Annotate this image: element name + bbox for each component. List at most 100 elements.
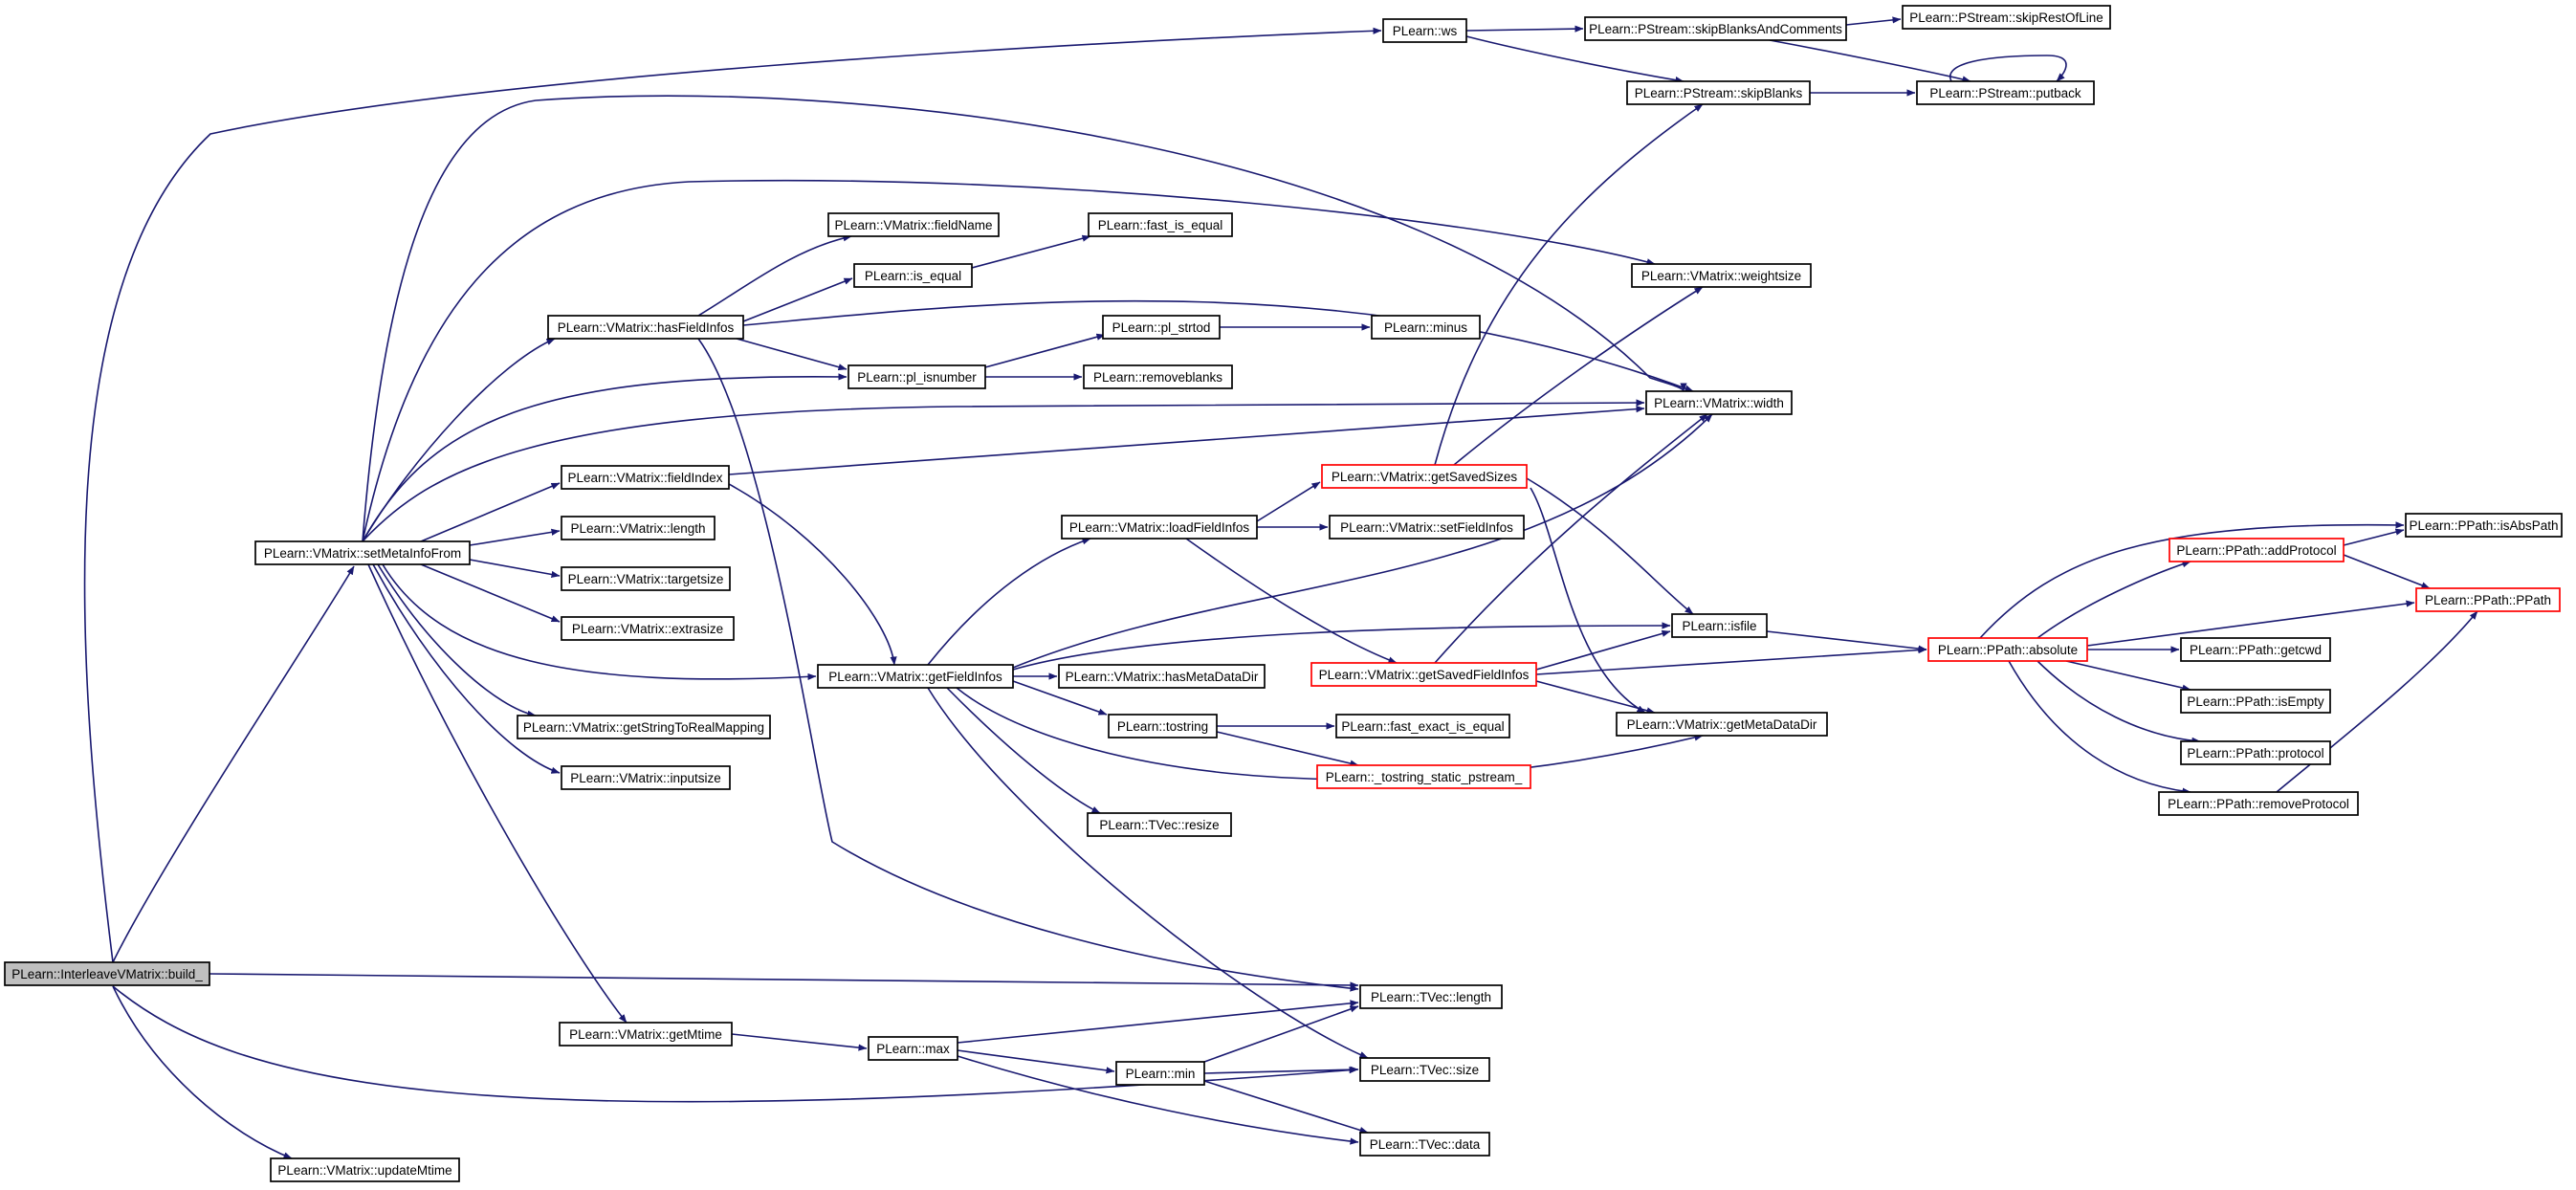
call-edge-setMetaInfoFrom-to-getFieldInfos [382, 563, 817, 681]
node-min[interactable]: PLearn::min [1115, 1061, 1205, 1086]
call-edge-hasFieldInfos-to-fieldName [697, 234, 852, 317]
node-fieldIndex[interactable]: PLearn::VMatrix::fieldIndex [561, 465, 730, 490]
node-box-isAbsPath [2405, 513, 2563, 538]
node-loadFieldInfos[interactable]: PLearn::VMatrix::loadFieldInfos [1061, 515, 1258, 540]
call-edge-getSavedSizes-to-getMetaDataDir [1530, 487, 1646, 714]
node-addProtocol[interactable]: PLearn::PPath::addProtocol [2169, 538, 2345, 562]
node-targetsize[interactable]: PLearn::VMatrix::targetsize [561, 566, 731, 591]
node-box-skipBlanks [1626, 80, 1811, 105]
call-edge-getFieldInfos-to-isfile [1012, 622, 1671, 671]
node-box-addProtocol [2169, 538, 2345, 562]
node-absolute[interactable]: PLearn::PPath::absolute [1927, 637, 2088, 662]
node-tostringStatic[interactable]: PLearn::_tostring_static_pstream_ [1316, 764, 1531, 789]
call-edge-getSavedSizes-to-weightsize [1453, 286, 1704, 466]
node-plIsnumber[interactable]: PLearn::pl_isnumber [848, 364, 986, 389]
node-max[interactable]: PLearn::max [868, 1036, 958, 1061]
node-ws[interactable]: PLearn::ws [1382, 18, 1467, 43]
node-label-fieldName: PLearn::VMatrix::fieldName [834, 218, 992, 232]
node-weightsize[interactable]: PLearn::VMatrix::weightsize [1631, 263, 1812, 288]
node-hasMetaDataDir[interactable]: PLearn::VMatrix::hasMetaDataDir [1058, 664, 1266, 689]
call-edge-getSavedFieldInfos-to-isfile [1535, 629, 1671, 671]
node-tostring[interactable]: PLearn::tostring [1108, 714, 1218, 738]
call-edge-build-to-setMetaInfoFrom [112, 565, 355, 963]
node-getStringToRealMapping[interactable]: PLearn::VMatrix::getStringToRealMapping [517, 715, 771, 739]
node-plStrtod[interactable]: PLearn::pl_strtod [1102, 315, 1221, 340]
node-setMetaInfoFrom[interactable]: PLearn::VMatrix::setMetaInfoFrom [254, 540, 471, 565]
node-tvecResize[interactable]: PLearn::TVec::resize [1087, 812, 1232, 837]
node-getSavedFieldInfos[interactable]: PLearn::VMatrix::getSavedFieldInfos [1310, 662, 1537, 687]
node-removeProtocol[interactable]: PLearn::PPath::removeProtocol [2158, 791, 2359, 816]
node-box-getSavedSizes [1321, 464, 1528, 489]
call-edge-isEqual-to-fastIsEqual [971, 234, 1091, 269]
node-box-tvecLength [1359, 984, 1503, 1009]
call-edge-build-to-ws [83, 27, 1382, 963]
node-box-skipRestOfLine [1902, 5, 2111, 30]
node-label-removeProtocol: PLearn::PPath::removeProtocol [2168, 797, 2349, 811]
node-setFieldInfos[interactable]: PLearn::VMatrix::setFieldInfos [1329, 515, 1525, 540]
call-edge-absolute-to-isEmpty [2065, 660, 2191, 692]
node-label-width: PLearn::VMatrix::width [1654, 396, 1784, 410]
call-edge-setMetaInfoFrom-to-vmLength [469, 528, 561, 546]
node-label-skipRestOfLine: PLearn::PStream::skipRestOfLine [1909, 11, 2103, 25]
node-label-setFieldInfos: PLearn::VMatrix::setFieldInfos [1340, 520, 1513, 535]
node-isEqual[interactable]: PLearn::is_equal [853, 263, 973, 288]
call-edge-skipBlanksAndComments-to-putback [1769, 39, 1971, 83]
node-box-absolute [1927, 637, 2088, 662]
node-removeblanks[interactable]: PLearn::removeblanks [1083, 364, 1233, 389]
call-edge-hasFieldInfos-to-width [742, 299, 1694, 392]
node-label-minus: PLearn::minus [1384, 320, 1467, 335]
node-label-getFieldInfos: PLearn::VMatrix::getFieldInfos [828, 670, 1002, 684]
node-fastIsEqual[interactable]: PLearn::fast_is_equal [1088, 212, 1233, 237]
node-label-tostringStatic: PLearn::_tostring_static_pstream_ [1326, 770, 1523, 784]
node-label-getMtime: PLearn::VMatrix::getMtime [569, 1027, 722, 1042]
node-putback[interactable]: PLearn::PStream::putback [1916, 80, 2095, 105]
node-width[interactable]: PLearn::VMatrix::width [1645, 390, 1793, 415]
node-isEmpty[interactable]: PLearn::PPath::isEmpty [2180, 689, 2331, 714]
node-label-tvecData: PLearn::TVec::data [1370, 1137, 1481, 1152]
node-extrasize[interactable]: PLearn::VMatrix::extrasize [561, 616, 735, 641]
node-box-tostringStatic [1316, 764, 1531, 789]
node-updateMtime[interactable]: PLearn::VMatrix::updateMtime [270, 1157, 460, 1182]
node-isAbsPath[interactable]: PLearn::PPath::isAbsPath [2405, 513, 2563, 538]
node-getSavedSizes[interactable]: PLearn::VMatrix::getSavedSizes [1321, 464, 1528, 489]
node-hasFieldInfos[interactable]: PLearn::VMatrix::hasFieldInfos [547, 315, 744, 340]
node-skipRestOfLine[interactable]: PLearn::PStream::skipRestOfLine [1902, 5, 2111, 30]
node-label-isEqual: PLearn::is_equal [865, 269, 961, 283]
node-skipBlanksAndComments[interactable]: PLearn::PStream::skipBlanksAndComments [1584, 16, 1847, 41]
call-edge-tostring-to-tostringStatic [1216, 731, 1359, 767]
call-edge-build-to-updateMtime [112, 985, 293, 1159]
call-edge-max-to-tvecData [957, 1055, 1359, 1145]
call-edge-ws-to-skipBlanks [1465, 35, 1684, 84]
node-inputsize[interactable]: PLearn::VMatrix::inputsize [561, 765, 731, 790]
node-tvecSize[interactable]: PLearn::TVec::size [1359, 1057, 1490, 1082]
node-label-hasFieldInfos: PLearn::VMatrix::hasFieldInfos [558, 320, 735, 335]
node-fastExactIsEqual[interactable]: PLearn::fast_exact_is_equal [1335, 714, 1510, 738]
node-getMetaDataDir[interactable]: PLearn::VMatrix::getMetaDataDir [1616, 712, 1828, 737]
node-box-ws [1382, 18, 1467, 43]
node-getMtime[interactable]: PLearn::VMatrix::getMtime [559, 1022, 733, 1047]
node-fieldName[interactable]: PLearn::VMatrix::fieldName [827, 212, 1000, 237]
node-build[interactable]: PLearn::InterleaveVMatrix::build_ [4, 961, 210, 986]
node-getcwd[interactable]: PLearn::PPath::getcwd [2180, 637, 2331, 662]
call-edge-setMetaInfoFrom-to-getStringToRealMapping [377, 563, 537, 717]
node-box-fastExactIsEqual [1335, 714, 1510, 738]
node-vmLength[interactable]: PLearn::VMatrix::length [561, 516, 716, 540]
node-skipBlanks[interactable]: PLearn::PStream::skipBlanks [1626, 80, 1811, 105]
node-minus[interactable]: PLearn::minus [1371, 315, 1481, 340]
node-tvecLength[interactable]: PLearn::TVec::length [1359, 984, 1503, 1009]
node-tvecData[interactable]: PLearn::TVec::data [1359, 1132, 1490, 1157]
node-box-hasFieldInfos [547, 315, 744, 340]
node-label-getSavedSizes: PLearn::VMatrix::getSavedSizes [1332, 470, 1518, 484]
node-protocol[interactable]: PLearn::PPath::protocol [2180, 740, 2331, 765]
node-label-fastIsEqual: PLearn::fast_is_equal [1098, 218, 1223, 232]
node-label-loadFieldInfos: PLearn::VMatrix::loadFieldInfos [1069, 520, 1250, 535]
call-edge-setMetaInfoFrom-to-fieldIndex [420, 482, 561, 542]
call-edge-setMetaInfoFrom-to-inputsize [372, 563, 561, 774]
node-box-vmLength [561, 516, 716, 540]
node-ppath[interactable]: PLearn::PPath::PPath [2415, 587, 2561, 612]
node-box-build [4, 961, 210, 986]
node-getFieldInfos[interactable]: PLearn::VMatrix::getFieldInfos [817, 664, 1014, 689]
call-edge-getSavedFieldInfos-to-getMetaDataDir [1535, 680, 1656, 715]
node-isfile[interactable]: PLearn::isfile [1671, 613, 1768, 638]
node-label-absolute: PLearn::PPath::absolute [1938, 643, 2078, 657]
